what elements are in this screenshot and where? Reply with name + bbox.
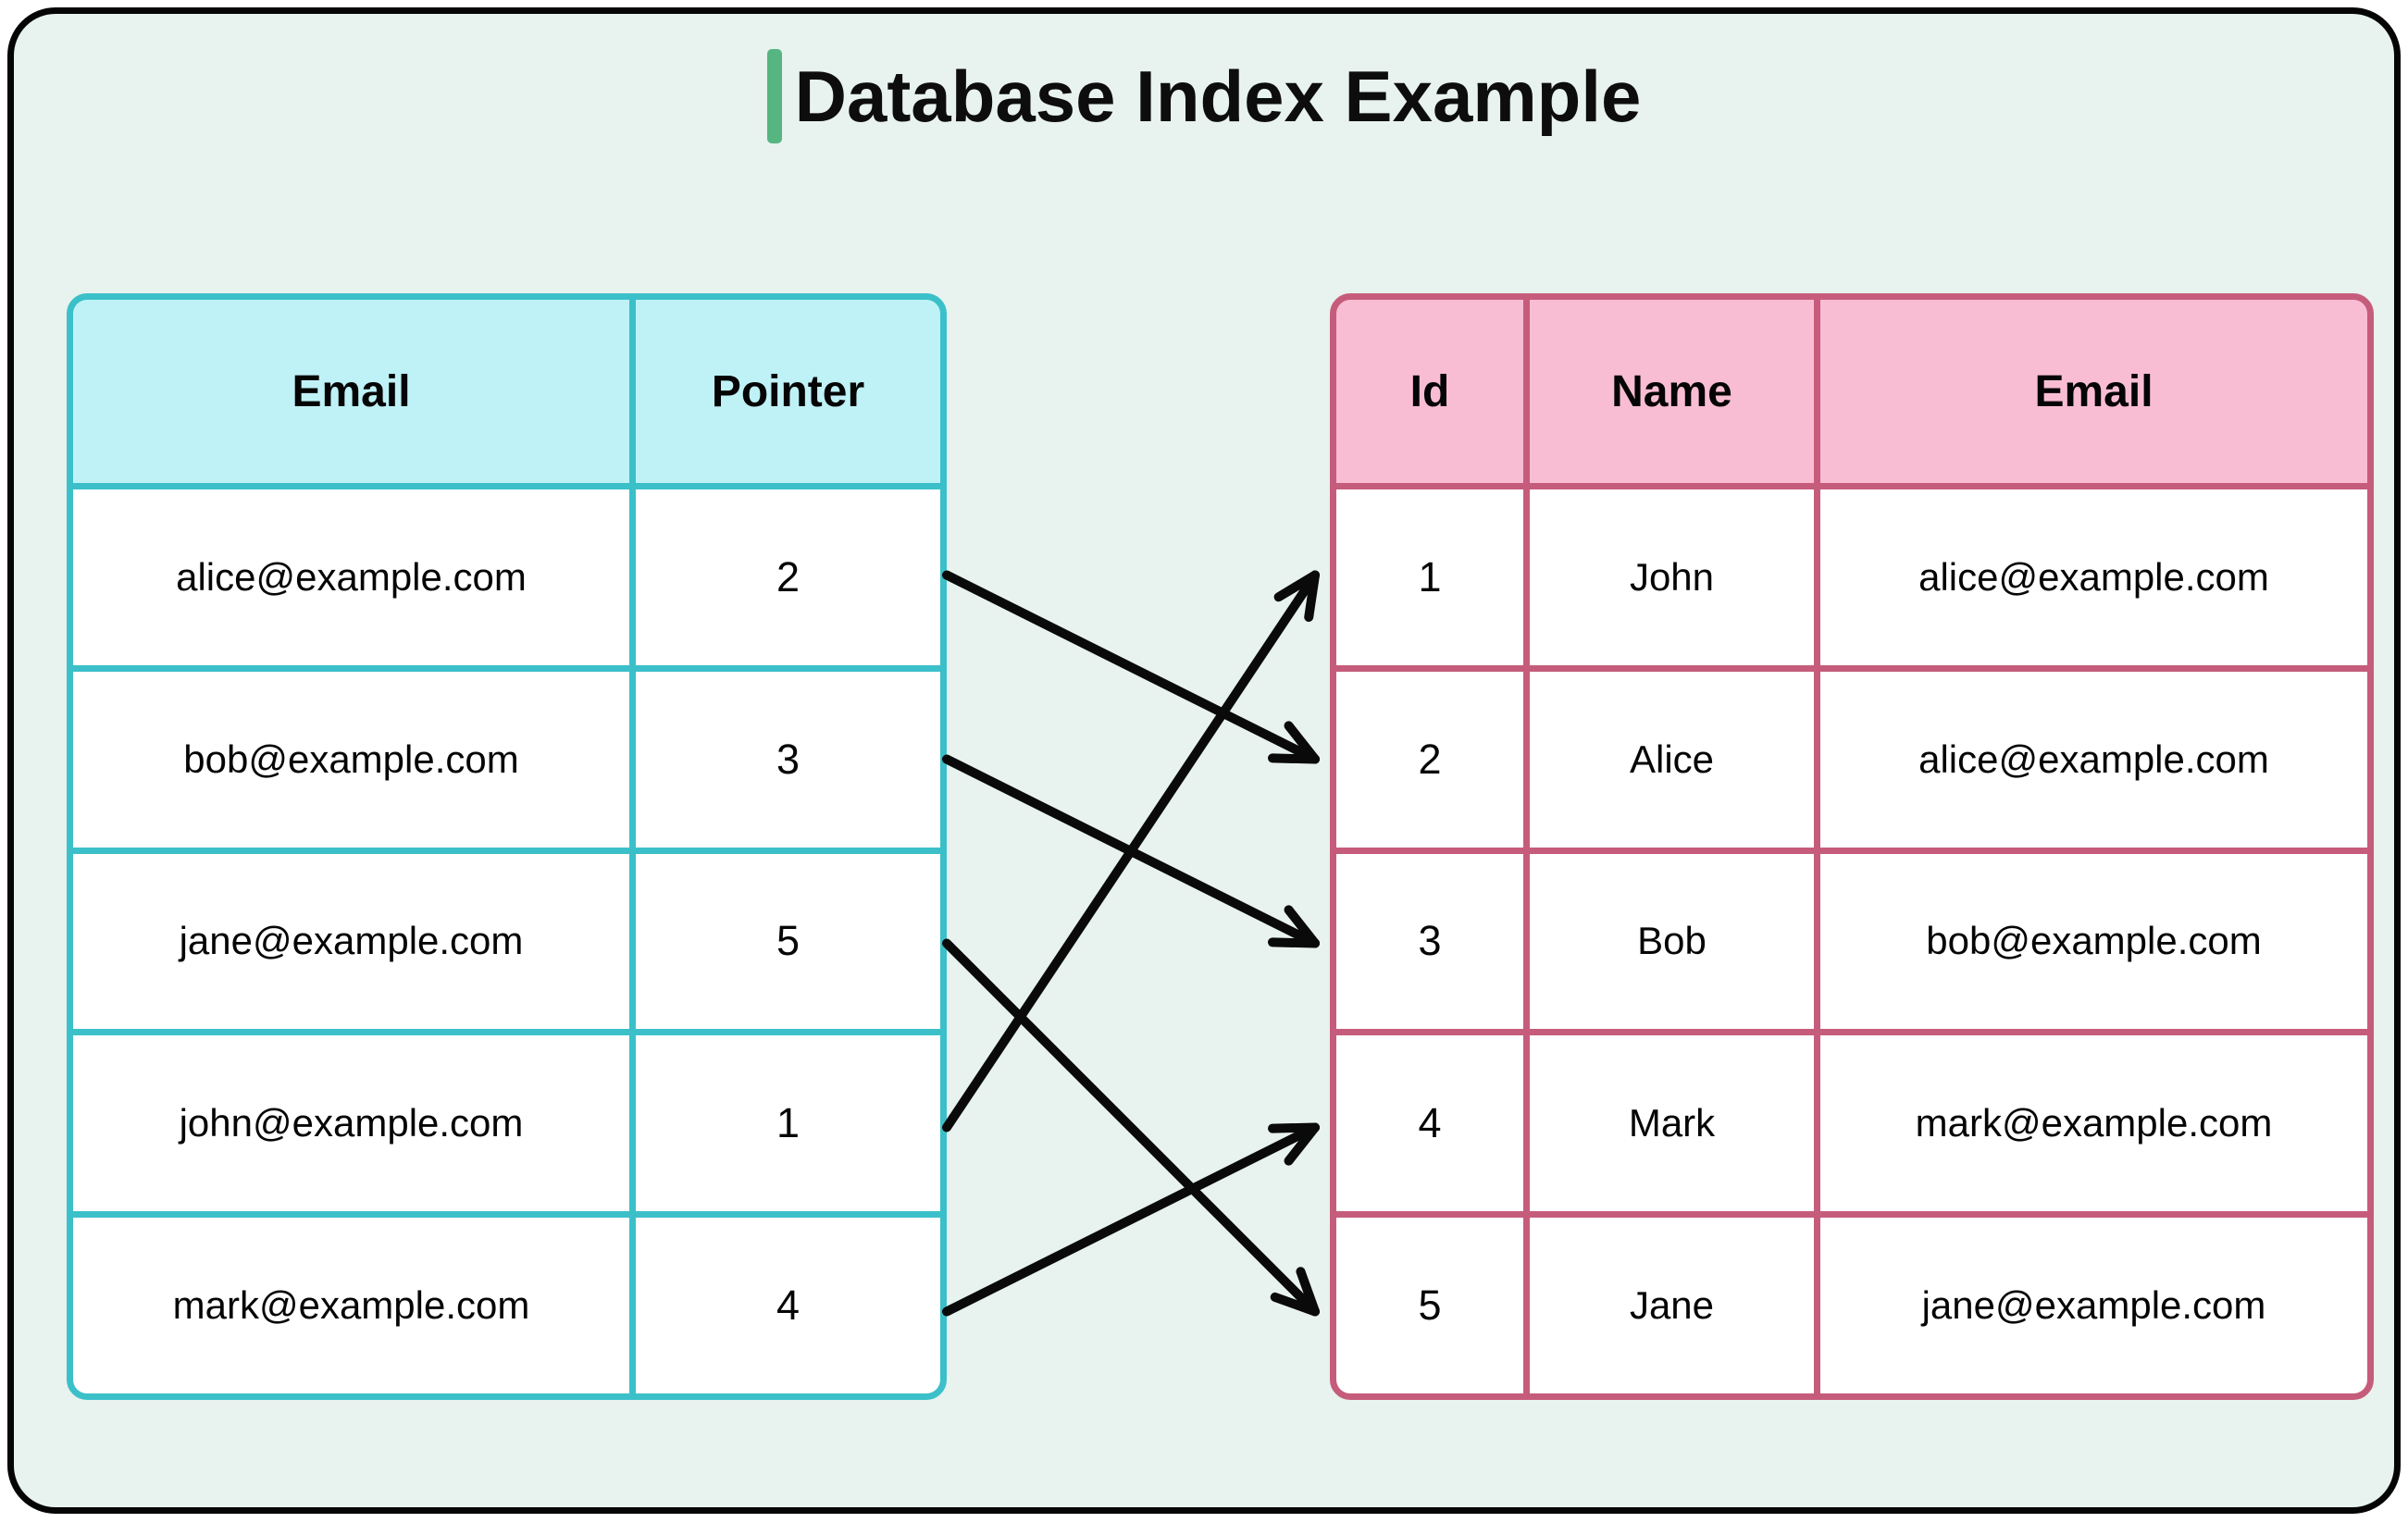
page-title: Database Index Example bbox=[794, 56, 1642, 137]
pointer-arrow bbox=[942, 570, 1320, 1133]
data-email-cell: jane@example.com bbox=[1820, 1218, 2367, 1393]
index-email-cell: bob@example.com bbox=[73, 671, 629, 848]
index-email-cell: mark@example.com bbox=[73, 1218, 629, 1393]
title-row: Database Index Example bbox=[14, 49, 2394, 143]
pointer-arrow bbox=[942, 570, 1320, 764]
data-id-cell: 1 bbox=[1336, 489, 1523, 665]
data-email-cell: alice@example.com bbox=[1820, 671, 2367, 848]
index-pointer-cell: 5 bbox=[636, 853, 940, 1030]
data-email-cell: bob@example.com bbox=[1820, 853, 2367, 1030]
data-table-header-email: Email bbox=[1820, 300, 2367, 483]
index-table: Email Pointer alice@example.com 2 bob@ex… bbox=[67, 293, 947, 1400]
data-id-cell: 2 bbox=[1336, 671, 1523, 848]
data-id-cell: 4 bbox=[1336, 1035, 1523, 1212]
data-email-cell: mark@example.com bbox=[1820, 1035, 2367, 1212]
data-name-cell: Jane bbox=[1530, 1218, 1814, 1393]
data-name-cell: John bbox=[1530, 489, 1814, 665]
pointer-arrow bbox=[942, 938, 1320, 1317]
pointer-arrow bbox=[942, 754, 1320, 948]
pointer-arrow bbox=[942, 1122, 1320, 1317]
index-email-cell: john@example.com bbox=[73, 1035, 629, 1212]
index-pointer-cell: 2 bbox=[636, 489, 940, 665]
index-email-cell: jane@example.com bbox=[73, 853, 629, 1030]
index-pointer-cell: 1 bbox=[636, 1035, 940, 1212]
data-table-header-name: Name bbox=[1530, 300, 1814, 483]
data-id-cell: 5 bbox=[1336, 1218, 1523, 1393]
index-table-header-pointer: Pointer bbox=[636, 300, 940, 483]
data-email-cell: alice@example.com bbox=[1820, 489, 2367, 665]
data-name-cell: Bob bbox=[1530, 853, 1814, 1030]
data-table: Id Name Email 1 John alice@example.com 2… bbox=[1330, 293, 2374, 1400]
data-name-cell: Alice bbox=[1530, 671, 1814, 848]
diagram-card: Database Index Example Email Pointer ali… bbox=[7, 7, 2401, 1514]
title-accent-bar bbox=[766, 49, 782, 143]
index-pointer-cell: 3 bbox=[636, 671, 940, 848]
index-table-header-email: Email bbox=[73, 300, 629, 483]
data-table-header-id: Id bbox=[1336, 300, 1523, 483]
data-id-cell: 3 bbox=[1336, 853, 1523, 1030]
index-pointer-cell: 4 bbox=[636, 1218, 940, 1393]
data-name-cell: Mark bbox=[1530, 1035, 1814, 1212]
index-email-cell: alice@example.com bbox=[73, 489, 629, 665]
